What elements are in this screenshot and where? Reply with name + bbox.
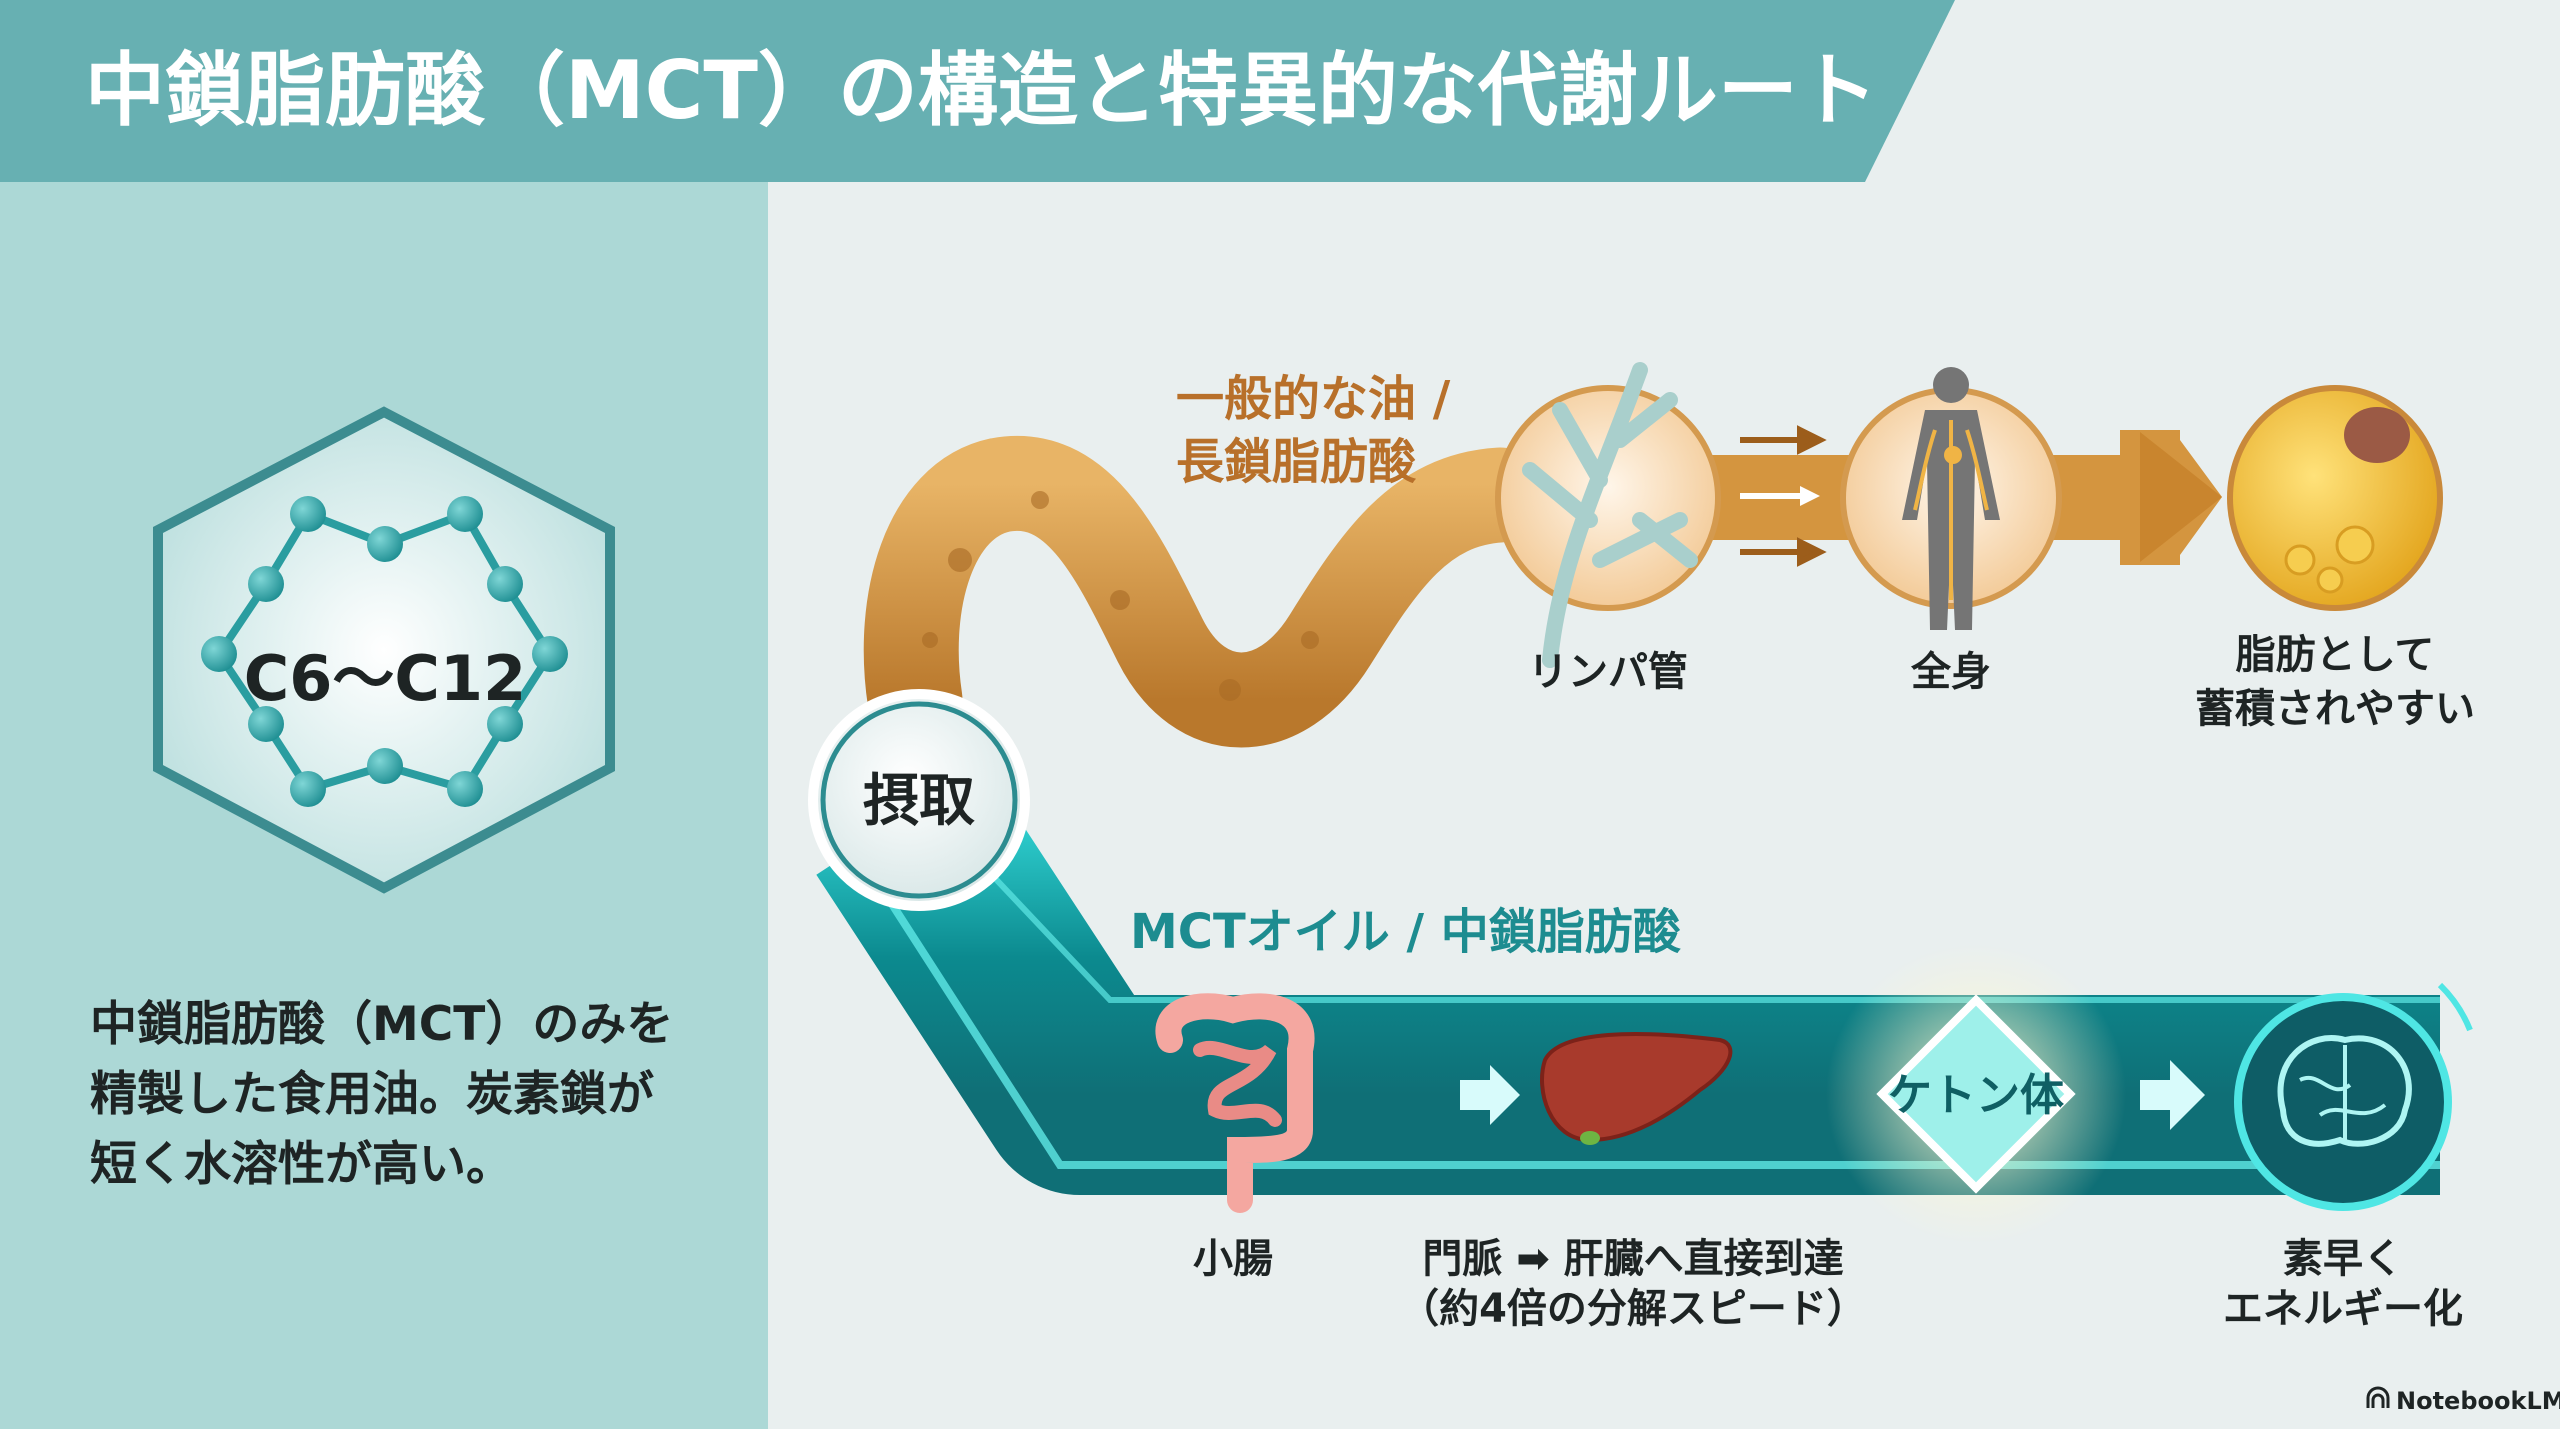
intestine-oil-path bbox=[863, 435, 1548, 748]
mct-route: MCTオイル / 中鎖脂肪酸 ケトン体 小腸 門脈 ➡ 肝臓へ直接到達 （約4倍… bbox=[816, 765, 2473, 1332]
small-arrow-icons bbox=[1740, 425, 1827, 567]
description-line: 短く水溶性が高い。 bbox=[90, 1137, 513, 1192]
description-line: 中鎖脂肪酸（MCT）のみを bbox=[90, 997, 674, 1052]
fat-storage-label-line2: 蓄積されやすい bbox=[2195, 686, 2475, 732]
small-intestine-label: 小腸 bbox=[1193, 1236, 1273, 1282]
lymph-vessel-icon bbox=[1495, 362, 1721, 668]
human-body-icon bbox=[1840, 367, 2062, 630]
long-chain-title-line2: 長鎖脂肪酸 bbox=[1176, 434, 1417, 490]
long-chain-route: 一般的な油 / 長鎖脂肪酸 リンパ管 全身 脂肪として 蓄積されやすい bbox=[863, 362, 2475, 748]
hexagon-frame bbox=[153, 406, 615, 894]
molecule-illustration: C6〜C12 bbox=[153, 406, 615, 894]
small-intestine-icon bbox=[1155, 993, 1315, 1213]
carbon-atoms bbox=[201, 496, 568, 807]
mct-description: 中鎖脂肪酸（MCT）のみを 精製した食用油。炭素鎖が 短く水溶性が高い。 bbox=[90, 990, 750, 1200]
intake-node: 摂取 bbox=[808, 689, 1030, 911]
header-banner bbox=[0, 0, 1955, 182]
fat-cell-icon bbox=[2227, 385, 2443, 611]
liver-icon bbox=[1540, 1032, 1733, 1145]
energy-label-line1: 素早く bbox=[2283, 1236, 2403, 1282]
notebooklm-logo: NotebookLM bbox=[2366, 1386, 2560, 1415]
arrow-head bbox=[2140, 432, 2222, 562]
flow-arrow-icons bbox=[1460, 1060, 2205, 1130]
intake-label: 摂取 bbox=[863, 769, 975, 834]
fat-storage-label-line1: 脂肪として bbox=[2236, 632, 2435, 678]
ketone-body-badge: ケトン体 bbox=[1826, 944, 2126, 1244]
lymph-vessel-label: リンパ管 bbox=[1528, 649, 1688, 695]
brand-label: NotebookLM bbox=[2396, 1387, 2560, 1415]
carbon-range-label: C6〜C12 bbox=[244, 642, 526, 715]
long-chain-title-line1: 一般的な油 / bbox=[1176, 371, 1451, 427]
portal-vein-label-line2: （約4倍の分解スピード） bbox=[1399, 1286, 1867, 1332]
mct-route-title: MCTオイル / 中鎖脂肪酸 bbox=[1130, 904, 1682, 960]
page-title: 中鎖脂肪酸（MCT）の構造と特異的な代謝ルート bbox=[85, 44, 1878, 137]
ketone-body-label: ケトン体 bbox=[1888, 1070, 2064, 1121]
brain-icon bbox=[2234, 982, 2473, 1211]
whole-body-label: 全身 bbox=[1910, 649, 1991, 695]
energy-label-line2: エネルギー化 bbox=[2223, 1286, 2463, 1332]
description-line: 精製した食用油。炭素鎖が bbox=[90, 1067, 654, 1122]
portal-vein-label-line1: 門脈 ➡ 肝臓へ直接到達 bbox=[1422, 1236, 1843, 1282]
